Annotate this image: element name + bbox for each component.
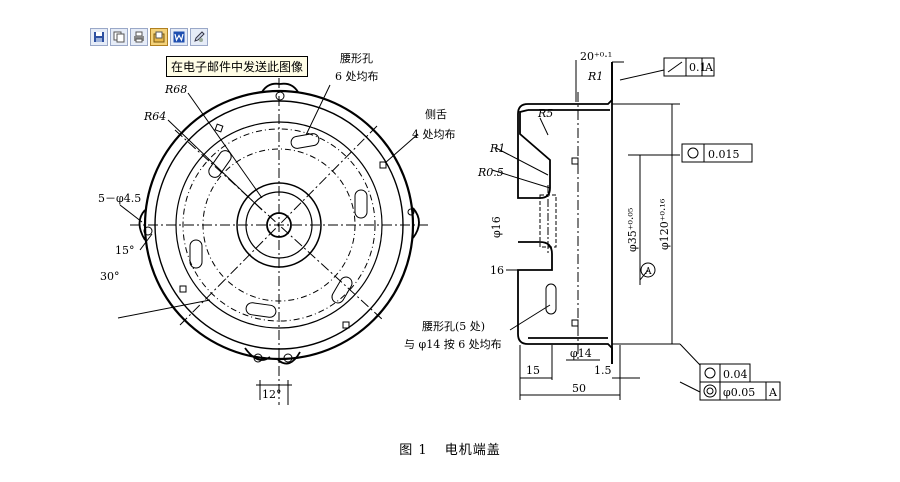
front-view [117, 78, 430, 405]
label-d15b: 1.5 [594, 364, 612, 377]
fcf-top-datum: A [704, 61, 714, 74]
label-dim20: 20⁺⁰·¹ [580, 50, 612, 63]
save-icon [94, 32, 104, 42]
label-angle30: 30° [100, 270, 120, 283]
label-r1: R1 [489, 142, 505, 155]
label-r05: R0.5 [477, 166, 504, 179]
label-d50: 50 [572, 382, 586, 395]
label-r1-top: R1 [587, 70, 603, 83]
label-slot-note1: 腰形孔(5 处) [422, 320, 485, 333]
label-r64: R64 [143, 110, 166, 123]
label-phi120: φ120⁺⁰·¹⁶ [658, 198, 671, 250]
label-angle12: 12° [262, 388, 282, 401]
tooltip-send-email: 在电子邮件中发送此图像 [166, 56, 309, 77]
figure-caption: 图 1 电机端盖 [0, 439, 900, 458]
fcf-mid-tol: 0.015 [708, 148, 740, 161]
label-phi14: φ14 [570, 347, 592, 360]
label-tongue-title: 侧舌 [425, 108, 447, 121]
label-angle15: 15° [115, 244, 135, 257]
figure-title: 电机端盖 [444, 443, 501, 458]
open-folder-button[interactable] [150, 28, 168, 46]
figure-number: 图 1 [399, 443, 428, 458]
image-toolbar [90, 28, 208, 46]
save-button[interactable] [90, 28, 108, 46]
label-holes: 5－φ4.5 [98, 192, 141, 205]
fcf-bot2-tol: φ0.05 [723, 386, 755, 399]
fcf-bot2-datum: A [768, 386, 778, 399]
label-d15: 15 [526, 364, 540, 377]
label-phi16: φ16 [490, 216, 503, 238]
word-button[interactable] [170, 28, 188, 46]
label-r68: R68 [164, 83, 187, 96]
print-icon [134, 31, 144, 43]
word-icon [173, 31, 185, 43]
label-phi35: φ35⁺⁰·⁰⁵ [626, 208, 639, 252]
section-view [517, 62, 613, 364]
label-r5: R5 [537, 107, 553, 120]
label-d16: 16 [490, 264, 504, 277]
print-button[interactable] [130, 28, 148, 46]
edit-button[interactable] [190, 28, 208, 46]
copy-icon [113, 31, 125, 43]
label-slot-count: 6 处均布 [335, 70, 379, 83]
label-slot-note2: 与 φ14 按 6 处均布 [404, 337, 502, 351]
copy-button[interactable] [110, 28, 128, 46]
label-slot-title: 腰形孔 [340, 52, 373, 65]
label-tongue-count: 4 处均布 [412, 128, 456, 141]
edit-icon [194, 31, 205, 42]
label-datum-a: A [644, 267, 652, 277]
fcf-top-tol: 0.1 [689, 61, 707, 74]
fcf-bot1-tol: 0.04 [723, 368, 748, 381]
image-folder-icon [153, 31, 165, 43]
